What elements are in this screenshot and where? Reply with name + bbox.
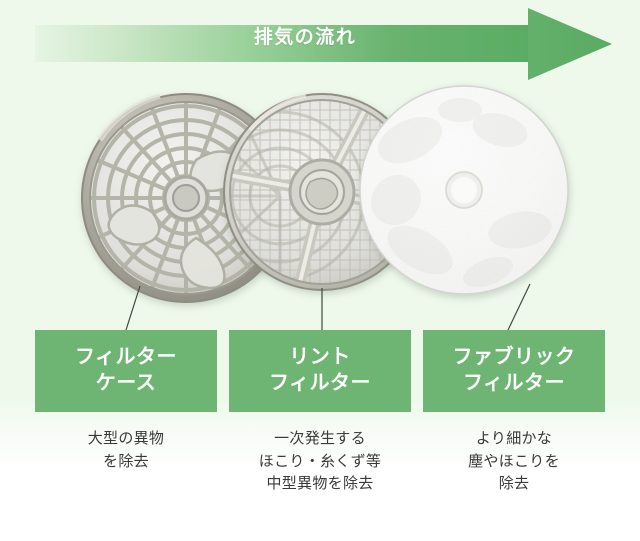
label-box-row: フィルター ケース リント フィルター ファブリック フィルター — [35, 330, 605, 412]
lint-filter-image — [223, 93, 421, 291]
filter-parts-illustration — [81, 85, 569, 303]
label-box-lint-filter[interactable]: リント フィルター — [229, 330, 411, 412]
desc-line-3: 中型異物を除去 — [266, 475, 374, 492]
label-box-fabric-filter[interactable]: ファブリック フィルター — [423, 330, 605, 412]
desc-line-2: 塵やほこりを — [468, 452, 560, 470]
desc-line-2: を除去 — [103, 452, 149, 470]
desc-line-2: ほこり・糸くず等 — [258, 452, 382, 470]
leader-lines — [125, 283, 531, 331]
desc-line-1: より細かな — [475, 430, 553, 447]
desc-line-1: 大型の異物 — [87, 430, 165, 447]
label-line-1: フィルター — [74, 346, 178, 369]
label-line-1: リント — [289, 346, 351, 369]
leader-line-filter-case — [125, 285, 141, 331]
leader-line-fabric-filter — [507, 283, 531, 331]
arrow-shape-icon — [35, 8, 612, 80]
desc-line-1: 一次発生する — [274, 430, 366, 447]
description-row: 大型の異物 を除去 一次発生する ほこり・糸くず等 中型異物を除去 より細かな … — [35, 428, 605, 496]
label-line-2: ケース — [95, 372, 157, 394]
label-line-1: ファブリック — [452, 346, 576, 369]
arrow-label: 排気の流れ — [253, 27, 357, 48]
description-filter-case: 大型の異物 を除去 — [35, 428, 217, 496]
label-box-filter-case[interactable]: フィルター ケース — [35, 330, 217, 412]
description-lint-filter: 一次発生する ほこり・糸くず等 中型異物を除去 — [229, 428, 411, 496]
label-line-2: フィルター — [268, 372, 372, 394]
description-fabric-filter: より細かな 塵やほこりを 除去 — [423, 428, 605, 496]
desc-line-3: 除去 — [498, 475, 530, 492]
fabric-filter-image — [359, 85, 569, 295]
label-line-2: フィルター — [462, 372, 566, 394]
airflow-arrow: 排気の流れ — [0, 0, 640, 90]
